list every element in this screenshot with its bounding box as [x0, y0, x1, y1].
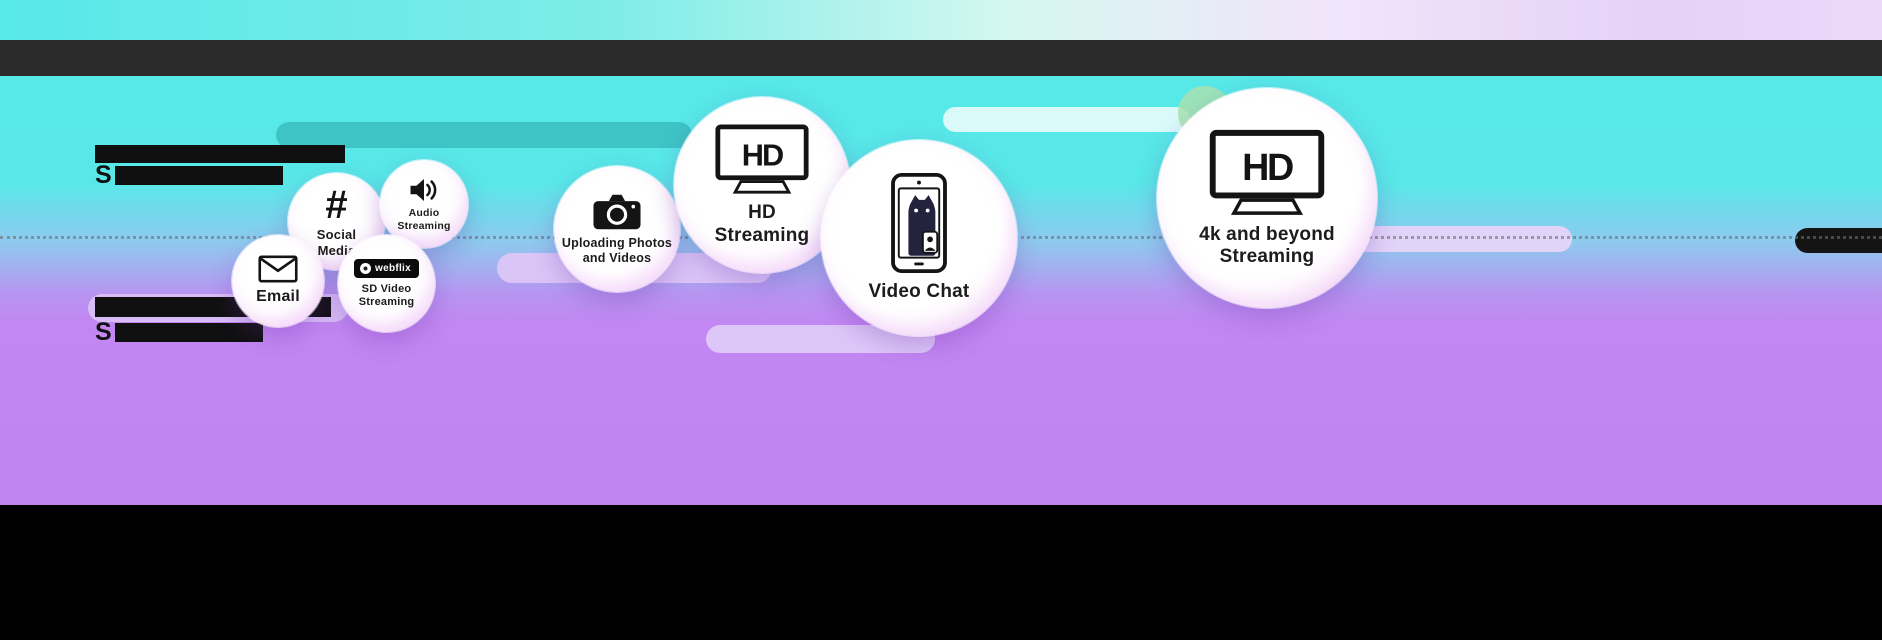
- bubble-email: Email: [232, 235, 324, 327]
- redacted-heading-bottom-line2: S: [95, 318, 263, 346]
- footer-redacted-bar: [0, 505, 1882, 640]
- heading-bottom-prefix: S: [95, 318, 112, 346]
- video-chat-phone-icon: [890, 172, 948, 274]
- decor-pill-black-right: [1795, 228, 1882, 253]
- redacted-heading-top-line2: S: [95, 161, 283, 189]
- bubble-label: Social Media: [316, 227, 357, 258]
- webflix-logo: webflix: [354, 258, 419, 278]
- hd-icon-text: HD: [1242, 146, 1293, 188]
- bubble-sd-video-streaming: webflix SD Video Streaming: [338, 235, 435, 332]
- bubble-label: Video Chat: [868, 281, 970, 303]
- bubble-label: Email: [256, 288, 300, 306]
- heading-top-prefix: S: [95, 161, 112, 189]
- bubble-uploading-photos: Uploading Photos and Videos: [554, 166, 680, 292]
- bubble-label: HD Streaming: [714, 202, 810, 246]
- bubble-4k-streaming: HD 4k and beyond Streaming: [1157, 88, 1377, 308]
- bubble-label: Uploading Photos and Videos: [561, 235, 673, 265]
- envelope-icon: [258, 255, 298, 283]
- bubble-label: SD Video Streaming: [358, 282, 415, 308]
- decor-pill-teal: [276, 122, 692, 148]
- redacted-heading-top-line1: [95, 145, 345, 163]
- header-redacted-bar: [0, 40, 1882, 76]
- hd-icon-text: HD: [742, 137, 783, 172]
- bubble-video-chat: Video Chat: [821, 140, 1017, 336]
- webflix-logo-dot: [360, 262, 371, 274]
- bubble-label: 4k and beyond Streaming: [1199, 223, 1335, 267]
- decor-pill-white: [943, 107, 1190, 132]
- webflix-logo-text: webflix: [375, 262, 411, 274]
- hd-tv-icon: HD: [1208, 128, 1326, 218]
- decor-pill-lavender-right: [1348, 226, 1572, 252]
- top-gradient-strip: [0, 0, 1882, 40]
- bubble-audio-streaming: Audio Streaming: [380, 160, 468, 248]
- camera-icon: [592, 193, 642, 231]
- bubble-label: Audio Streaming: [397, 207, 451, 232]
- bubble-hd-streaming: HD HD Streaming: [674, 97, 850, 273]
- hd-tv-icon: HD: [714, 123, 810, 196]
- speaker-icon: [408, 176, 440, 204]
- hashtag-icon: #: [325, 183, 348, 228]
